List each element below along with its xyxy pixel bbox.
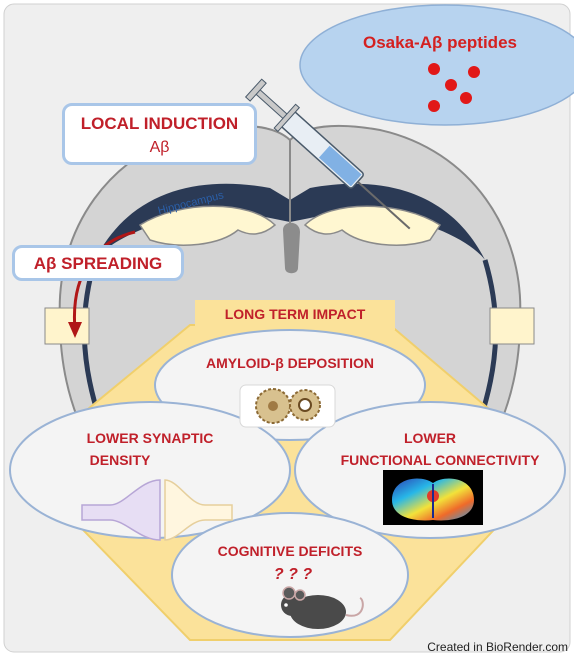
osaka-peptides-title: Osaka-Aβ peptides (330, 33, 550, 53)
connectivity-label-line2: FUNCTIONAL CONNECTIVITY (320, 452, 560, 468)
amyloid-plaque-icon (240, 385, 335, 427)
peptide-dot (460, 92, 472, 104)
local-induction-title: LOCAL INDUCTION (65, 114, 254, 134)
peptide-dot (468, 66, 480, 78)
amyloid-label: AMYLOID-β DEPOSITION (160, 355, 420, 371)
question-marks: ? ? ? (258, 566, 328, 584)
peptide-dot (428, 100, 440, 112)
synaptic-label-line1: LOWER SYNAPTIC (45, 430, 255, 446)
cognitive-label: COGNITIVE DEFICITS (190, 543, 390, 559)
side-tab-right (490, 308, 534, 344)
local-induction-box: LOCAL INDUCTION Aβ (62, 103, 257, 165)
spreading-label: Aβ SPREADING (15, 254, 181, 274)
spreading-box: Aβ SPREADING (12, 245, 184, 281)
connectivity-map-image (383, 470, 483, 525)
synaptic-label-line2: DENSITY (45, 452, 195, 468)
side-tab-left (45, 308, 89, 344)
biorender-credit: Created in BioRender.com (400, 640, 568, 654)
local-induction-abeta: Aβ (65, 139, 254, 157)
peptide-dot (445, 79, 457, 91)
third-ventricle (283, 223, 300, 274)
long-term-impact-label: LONG TERM IMPACT (195, 306, 395, 322)
peptide-dot (428, 63, 440, 75)
connectivity-label-line1: LOWER (330, 430, 530, 446)
